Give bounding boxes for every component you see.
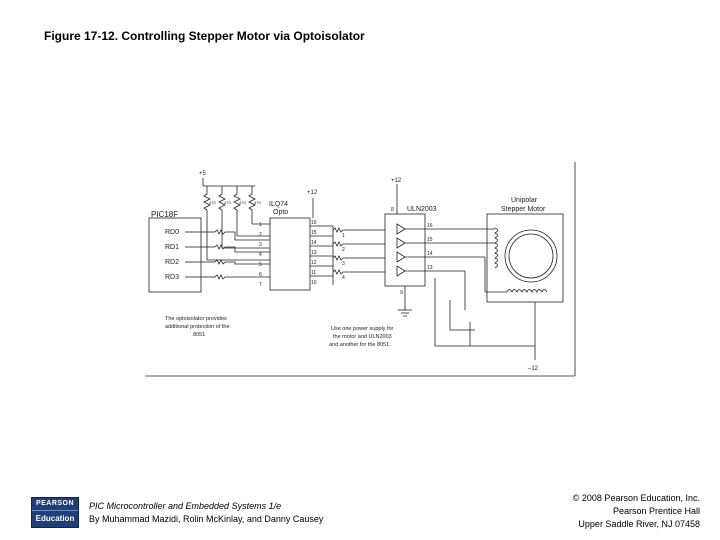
opto-label: ILQ74 [269, 201, 288, 208]
opto-pin-label: 15 [311, 230, 317, 236]
driver-output-label: 15 [427, 237, 433, 243]
opto-pin-label: 2 [259, 232, 262, 238]
opto-pin-label: 6 [259, 272, 262, 278]
power-note-line: the motor and ULN2003 [333, 334, 392, 340]
opto-pin-label: 16 [311, 220, 317, 226]
publisher-text: Pearson Prentice Hall [612, 506, 700, 516]
power-note-line: and another for the 8051. [329, 342, 391, 348]
opto-note-line: additional protection of the [165, 324, 230, 330]
opto-note-line: 8051. [193, 332, 207, 338]
opto-pin-label: 5 [259, 262, 262, 268]
resistor-label: 470 [239, 200, 246, 205]
pearson-logo: PEARSON Education [31, 497, 79, 528]
driver-output-label: 14 [427, 251, 433, 257]
mcu-pin-label: RD3 [165, 274, 179, 281]
supply-12v-opto-label: +12 [307, 190, 318, 196]
logo-bottom-text: Education [35, 514, 75, 523]
mcu-label: PIC18F [151, 210, 178, 219]
logo-top-text: PEARSON [35, 500, 75, 507]
opto-pin-label: 12 [311, 260, 317, 266]
supply-5v-label: +5 [199, 171, 207, 177]
opto-pin-label: 3 [259, 242, 262, 248]
driver-pin-label: 9 [400, 290, 403, 296]
motor-sublabel: Stepper Motor [501, 206, 546, 213]
driver-input-label: 2 [342, 247, 345, 253]
driver-input-label: 1 [342, 233, 345, 239]
supply-12v-driver-label: +12 [391, 178, 402, 184]
resistor-label: 470 [254, 200, 261, 205]
copyright-text: © 2008 Pearson Education, Inc. [572, 493, 700, 503]
circuit-svg: +5 +12 +12 –12 470 470 470 470 PIC18F RD… [145, 162, 576, 377]
opto-pin-label: 13 [311, 250, 317, 256]
mcu-pin-label: RD1 [165, 244, 179, 251]
opto-pin-label: 11 [311, 270, 316, 276]
motor-label: Unipolar [511, 197, 538, 204]
opto-note-line: The optoisolator provides [165, 316, 227, 322]
mcu-pin-label: RD2 [165, 259, 179, 266]
resistor-label: 470 [209, 200, 216, 205]
figure-title: Figure 17-12. Controlling Stepper Motor … [44, 29, 365, 43]
opto-pin-label: 14 [311, 240, 317, 246]
opto-pin-label: 4 [259, 252, 262, 258]
power-note-line: Use one power supply for [331, 326, 394, 332]
driver-output-label: 13 [427, 265, 433, 271]
book-credit: PIC Microcontroller and Embedded Systems… [89, 500, 323, 526]
driver-input-label: 3 [342, 261, 345, 267]
opto-pin-label: 7 [259, 282, 262, 288]
logo-divider [32, 510, 78, 511]
driver-output-label: 16 [427, 223, 433, 229]
opto-sublabel: Opto [273, 209, 288, 216]
mcu-pin-label: RD0 [165, 229, 179, 236]
book-title: PIC Microcontroller and Embedded Systems… [89, 501, 282, 511]
location-text: Upper Saddle River, NJ 07458 [578, 519, 700, 529]
opto-pin-label: 10 [311, 280, 317, 286]
driver-label: ULN2003 [407, 206, 437, 213]
driver-input-label: 4 [342, 275, 345, 281]
resistor-label: 470 [224, 200, 231, 205]
circuit-diagram: +5 +12 +12 –12 470 470 470 470 PIC18F RD… [145, 160, 577, 378]
opto-pin-label: 1 [259, 222, 262, 228]
supply-12v-motor-label: –12 [528, 366, 539, 372]
driver-pin-label: 8 [391, 207, 394, 213]
book-authors: By Muhammad Mazidi, Rolin McKinlay, and … [89, 514, 324, 524]
copyright-block: © 2008 Pearson Education, Inc. Pearson P… [573, 492, 700, 531]
